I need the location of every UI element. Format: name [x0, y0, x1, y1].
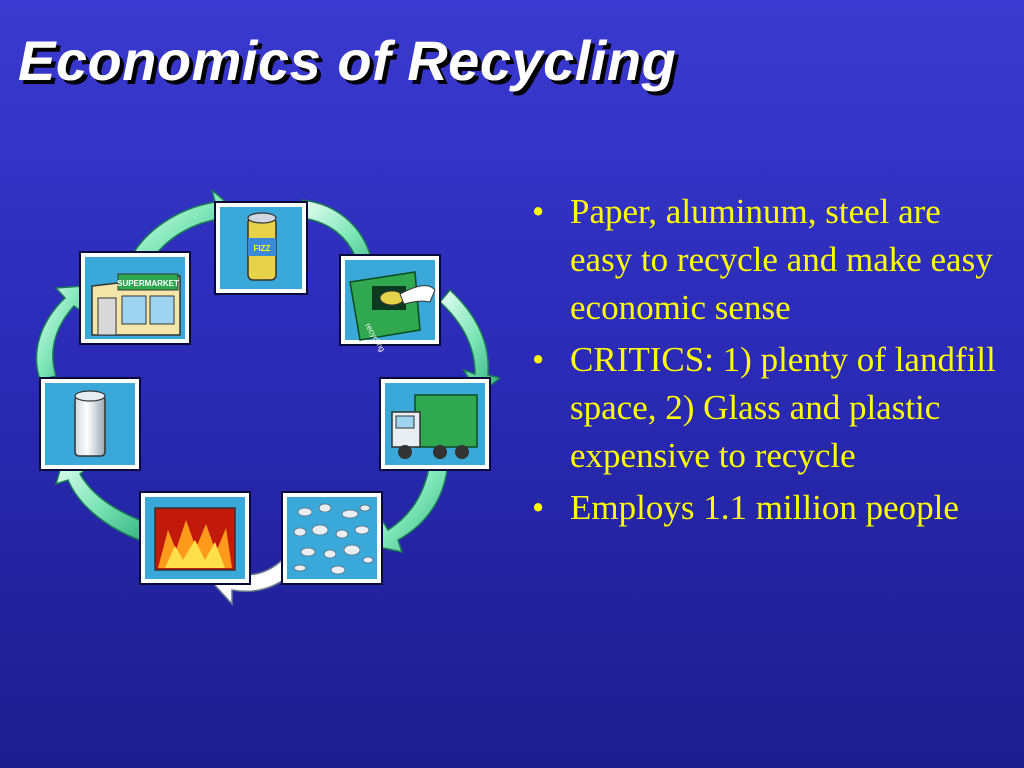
aluminum-sheet-icon — [74, 390, 106, 457]
soda-can-icon: FIZZ — [247, 212, 277, 281]
furnace-fire-icon — [154, 507, 236, 571]
supermarket-tile: SUPERMARKET — [79, 251, 191, 345]
recycling-bin-icon: recycling — [349, 271, 436, 353]
cycle-arrow-icon — [35, 285, 85, 381]
garbage-truck-tile — [379, 377, 491, 471]
soda-can-tile: FIZZ — [214, 201, 308, 295]
bullet-text: Employs 1.1 million people — [570, 488, 959, 527]
supermarket-icon: SUPERMARKET — [91, 273, 181, 336]
aluminum-tile — [39, 377, 141, 471]
shredded-tile — [281, 491, 383, 585]
recycling-bin-tile: recycling — [339, 254, 441, 353]
recycling-cycle-diagram: FIZZ recycling — [35, 190, 500, 606]
furnace-tile — [139, 491, 251, 585]
bullet-list: •Paper, aluminum, steel are easy to recy… — [530, 188, 1010, 536]
bullet-text: CRITICS: 1) plenty of landfill space, 2)… — [570, 340, 996, 475]
garbage-truck-icon — [391, 394, 478, 459]
slide-title: Economics of Recycling — [18, 29, 677, 92]
shredded-aluminum-icon — [293, 503, 374, 575]
supermarket-sign: SUPERMARKET — [117, 279, 179, 288]
bullet-text: Paper, aluminum, steel are easy to recyc… — [570, 192, 993, 327]
bullet-item: •CRITICS: 1) plenty of landfill space, 2… — [532, 340, 996, 475]
can-label: FIZZ — [254, 244, 271, 253]
bullet-item: •Employs 1.1 million people — [532, 488, 959, 527]
cycle-arrow-icon — [373, 461, 449, 554]
bullet-item: •Paper, aluminum, steel are easy to recy… — [532, 192, 993, 327]
